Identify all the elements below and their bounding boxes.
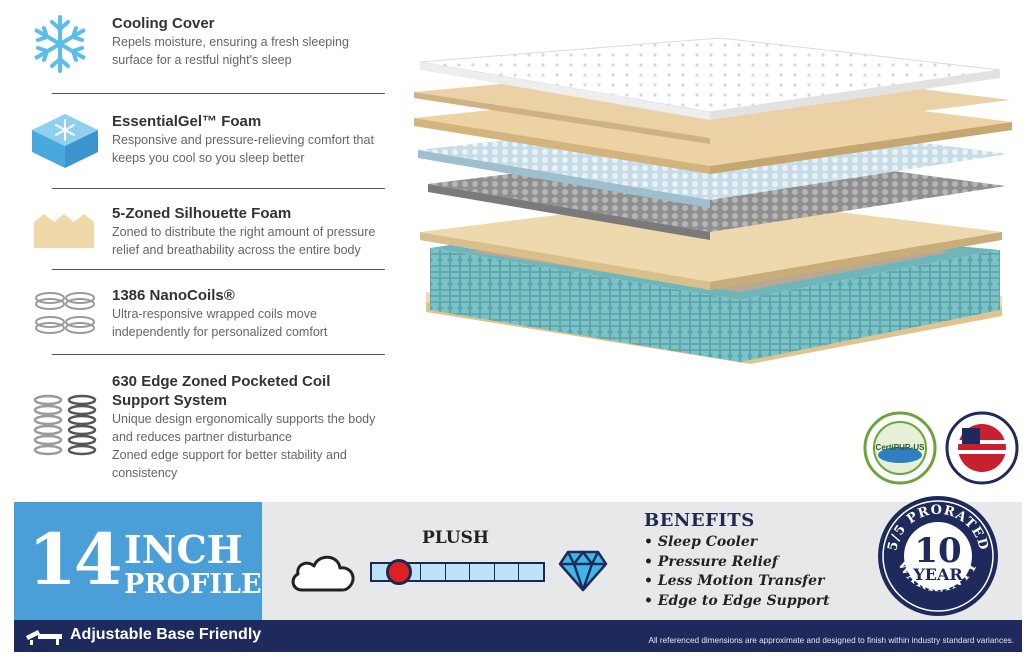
feature-desc: Zoned edge support for better stability … — [112, 448, 347, 462]
firmness-scale — [370, 562, 545, 582]
bottom-banner: 14 INCH PROFILE PLUSH BENEFITS • — [0, 496, 1030, 656]
feature-desc: Repels moisture, ensuring a fresh sleepi… — [112, 35, 349, 49]
feature-title: 630 Edge Zoned Pocketed Coil — [112, 373, 331, 390]
feature-desc: keeps you cool so you sleep better — [112, 151, 305, 165]
feature-desc: independently for personalized comfort — [112, 325, 328, 339]
benefit-text: Sleep Cooler — [657, 534, 758, 550]
feature-desc: surface for a restful night's sleep — [112, 53, 292, 67]
benefits-list: BENEFITS • Sleep Cooler • Pressure Relie… — [644, 510, 864, 611]
benefit-item: • Sleep Cooler — [644, 534, 758, 550]
benefits-title: BENEFITS — [644, 510, 755, 531]
mattress-layers-image — [410, 20, 1020, 440]
profile-inch: INCH — [124, 527, 243, 572]
disclaimer-text: All referenced dimensions are approximat… — [648, 636, 1014, 645]
benefit-text: Edge to Edge Support — [657, 592, 830, 609]
nanocoils-icon — [30, 286, 100, 346]
certification-badges: CertiPUR-US — [862, 410, 1022, 490]
feature-title: 5-Zoned Silhouette Foam — [112, 205, 292, 222]
diamond-icon — [558, 548, 608, 597]
feature-title: 1386 NanoCoils® — [112, 287, 235, 304]
feature-title: Cooling Cover — [112, 15, 215, 32]
benefit-text: Pressure Relief — [657, 553, 778, 570]
feature-desc: Ultra-responsive wrapped coils move — [112, 307, 317, 321]
snowflake-icon — [30, 14, 100, 74]
benefit-item: • Pressure Relief — [644, 553, 778, 570]
firmness-label: PLUSH — [422, 528, 489, 548]
firmness-segment — [421, 564, 446, 580]
profile-block: 14 INCH PROFILE — [14, 502, 262, 620]
certipur-badge: CertiPUR-US — [863, 411, 937, 485]
feature-desc: Responsive and pressure-relieving comfor… — [112, 133, 374, 147]
benefit-text: Less Motion Transfer — [657, 573, 825, 589]
divider — [52, 269, 385, 270]
divider — [52, 354, 385, 355]
feature-title: EssentialGel™ Foam — [112, 113, 262, 130]
cloud-icon — [288, 550, 360, 599]
warranty-years: 10 — [914, 531, 961, 571]
firmness-segment — [470, 564, 495, 580]
zoned-foam-icon — [30, 204, 100, 264]
adjustable-bed-icon — [24, 626, 64, 651]
feature-desc: Unique design ergonomically supports the… — [112, 412, 376, 426]
divider — [52, 93, 385, 94]
svg-text:CertiPUR-US: CertiPUR-US — [876, 443, 926, 452]
divider — [52, 188, 385, 189]
adjustable-base-text: Adjustable Base Friendly — [70, 626, 262, 643]
footer-bar: Adjustable Base Friendly All referenced … — [14, 620, 1022, 652]
warranty-badge: 5/5 PRORATED WARRANTY 10 YEAR — [876, 494, 1000, 618]
benefit-item: • Edge to Edge Support — [644, 592, 830, 609]
firmness-segment — [445, 564, 471, 580]
benefit-item: • Less Motion Transfer — [644, 573, 825, 589]
pocketed-coil-icon — [30, 394, 100, 456]
feature-desc: consistency — [112, 466, 178, 480]
gel-foam-icon — [30, 112, 100, 172]
feature-desc: Zoned to distribute the right amount of … — [112, 225, 376, 239]
firmness-segment — [494, 564, 520, 580]
feature-desc: relief and breathability across the enti… — [112, 243, 361, 257]
warranty-unit: YEAR — [912, 565, 963, 584]
profile-label: PROFILE — [124, 569, 262, 600]
profile-number: 14 — [28, 518, 122, 601]
firmness-segment — [519, 564, 544, 580]
usa-handcrafted-badge — [945, 411, 1019, 485]
feature-title: Support System — [112, 392, 228, 409]
firmness-indicator — [385, 559, 412, 585]
feature-desc: and reduces partner disturbance — [112, 430, 292, 444]
